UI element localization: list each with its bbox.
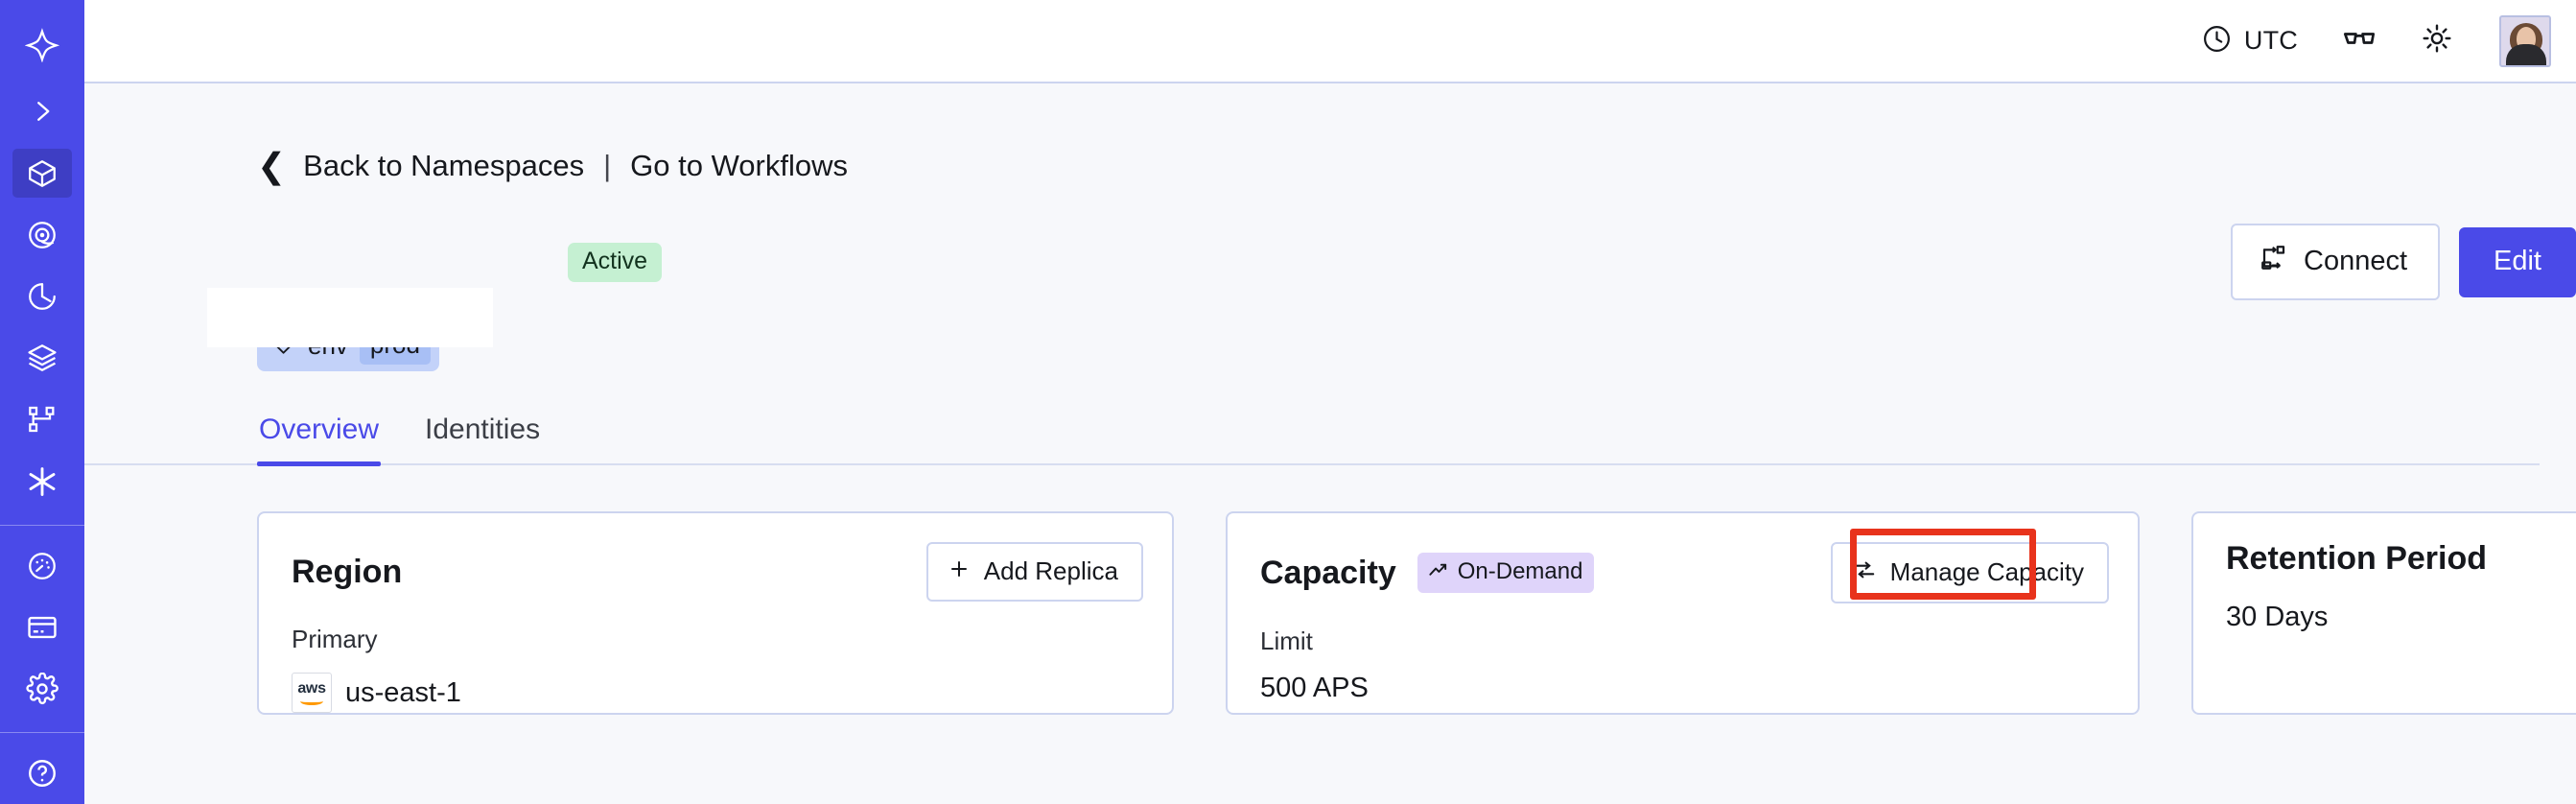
eye-icon [26, 219, 59, 251]
manage-capacity-label: Manage Capacity [1889, 557, 2084, 586]
aws-logo-text: aws [297, 679, 326, 697]
chevron-right-icon [28, 97, 57, 126]
avatar[interactable] [2499, 14, 2551, 67]
edit-button[interactable]: Edit [2459, 226, 2576, 297]
aws-logo-icon: aws [292, 673, 332, 713]
temporal-logo-icon [25, 28, 59, 63]
sidebar-item-usage[interactable] [12, 541, 72, 589]
sidebar-item-help[interactable] [12, 749, 72, 797]
gear-icon [26, 672, 59, 705]
region-value-row: aws us-east-1 [292, 673, 1143, 713]
sidebar-item-expand-nav[interactable] [12, 87, 72, 135]
top-bar: UTC [84, 0, 2576, 83]
namespace-header: Active Connect [84, 224, 2576, 300]
breadcrumb: ❮ Back to Namespaces | Go to Workflows [84, 149, 2576, 183]
tab-bar: Overview Identities [84, 414, 2540, 466]
primary-sidebar [0, 0, 84, 804]
region-value: us-east-1 [345, 676, 461, 708]
sun-icon [2421, 22, 2453, 59]
connect-icon [2260, 244, 2288, 278]
asterisk-icon [25, 464, 59, 499]
sidebar-item-settings[interactable] [12, 665, 72, 713]
gauge-icon [26, 550, 59, 582]
node-graph-icon [27, 404, 58, 435]
capacity-mode-label: On-Demand [1457, 558, 1583, 584]
status-badge: Active [568, 242, 663, 282]
sliders-icon [1852, 557, 1877, 586]
add-replica-label: Add Replica [983, 556, 1118, 585]
capacity-card-title: Capacity [1260, 555, 1396, 591]
retention-card: Retention Period 30 Days [2191, 511, 2576, 715]
reading-mode-button[interactable] [2342, 21, 2377, 60]
main-area: UTC [84, 0, 2576, 804]
timezone-label: UTC [2243, 26, 2298, 55]
chevron-left-icon[interactable]: ❮ [257, 146, 287, 185]
header-actions: Connect Edit [2231, 224, 2576, 300]
sidebar-item-schedules[interactable] [12, 272, 72, 320]
breadcrumb-workflows-link[interactable]: Go to Workflows [630, 149, 848, 182]
sidebar-item-nexus[interactable] [12, 457, 72, 505]
capacity-card-header: Capacity On-Demand [1260, 542, 2109, 603]
tab-identities[interactable]: Identities [425, 414, 541, 445]
edit-button-label: Edit [2494, 245, 2541, 276]
page-content: ❮ Back to Namespaces | Go to Workflows A… [84, 83, 2576, 804]
sidebar-item-observability[interactable] [12, 211, 72, 259]
add-replica-button[interactable]: Add Replica [925, 542, 1143, 602]
region-card-header: Region Add Replica [292, 542, 1143, 602]
trending-up-icon [1427, 558, 1449, 585]
credit-card-icon [26, 611, 59, 644]
timezone-selector[interactable]: UTC [2201, 23, 2298, 59]
retention-card-header: Retention Period [2226, 542, 2576, 575]
manage-capacity-button[interactable]: Manage Capacity [1830, 542, 2109, 603]
sidebar-item-namespaces[interactable] [12, 149, 72, 198]
retention-card-title: Retention Period [2226, 540, 2488, 577]
clock-icon [2201, 23, 2233, 59]
layers-icon [26, 342, 59, 374]
connect-button-label: Connect [2304, 245, 2408, 276]
retention-value: 30 Days [2226, 602, 2329, 632]
sidebar-item-batch-operations[interactable] [12, 334, 72, 382]
breadcrumb-separator: | [603, 149, 612, 182]
sidebar-divider-2 [0, 732, 84, 733]
capacity-limit-label: Limit [1260, 627, 1313, 655]
plus-icon [948, 557, 971, 584]
namespace-name-redaction [207, 288, 493, 347]
glasses-icon [2342, 21, 2377, 60]
sidebar-item-billing[interactable] [12, 603, 72, 651]
capacity-mode-badge: On-Demand [1417, 553, 1595, 593]
overview-cards: Region Add Replica [84, 511, 2576, 715]
breadcrumb-back-link[interactable]: Back to Namespaces [303, 149, 585, 182]
region-card: Region Add Replica [257, 511, 1174, 715]
timer-icon [26, 280, 59, 313]
sidebar-item-workflows[interactable] [12, 395, 72, 443]
capacity-limit-value: 500 APS [1260, 673, 1369, 703]
region-primary-label: Primary [292, 625, 378, 653]
help-icon [26, 757, 59, 790]
region-card-title: Region [292, 554, 403, 590]
theme-toggle-button[interactable] [2421, 22, 2453, 59]
tab-overview[interactable]: Overview [257, 414, 382, 466]
sidebar-divider-1 [0, 524, 84, 526]
connect-button[interactable]: Connect [2231, 224, 2441, 300]
sidebar-item-temporal-logo[interactable] [12, 21, 72, 69]
cube-icon [26, 157, 59, 190]
capacity-card: Capacity On-Demand [1226, 511, 2140, 715]
